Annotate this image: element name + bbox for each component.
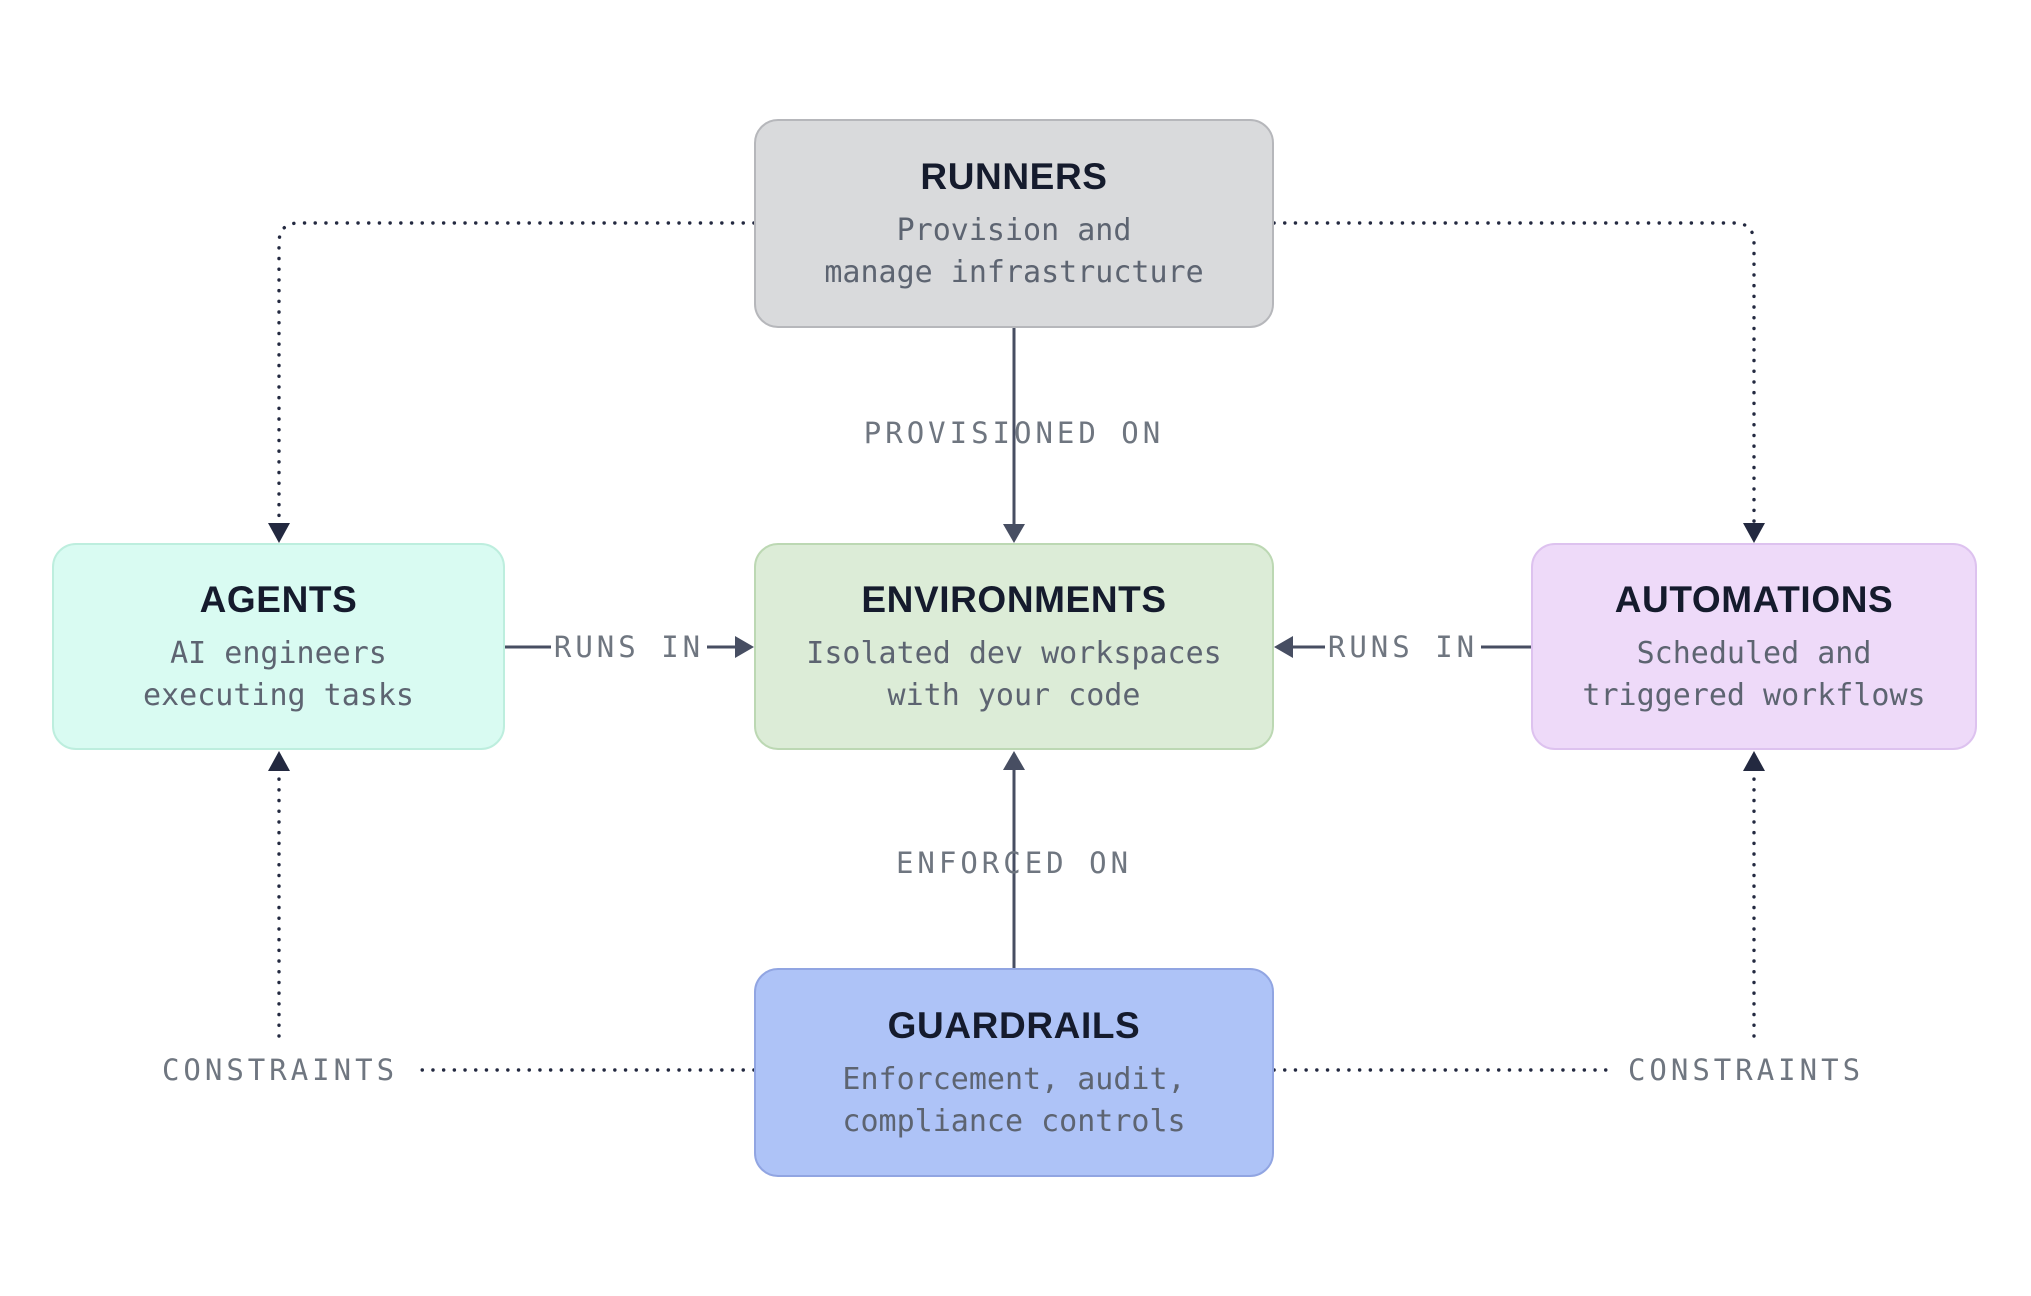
- environments-subtitle: Isolated dev workspaces with your code: [806, 633, 1221, 717]
- subtitle-line: compliance controls: [842, 1103, 1186, 1139]
- edge-label-constraints-left: CONSTRAINTS: [161, 1053, 399, 1087]
- guardrails-title: GUARDRAILS: [887, 1004, 1141, 1046]
- subtitle-line: AI engineers: [170, 635, 387, 671]
- subtitle-line: Scheduled and: [1636, 635, 1872, 671]
- edge-label-constraints-right: CONSTRAINTS: [1627, 1053, 1865, 1087]
- environments-node: ENVIRONMENTS Isolated dev workspaces wit…: [754, 543, 1274, 750]
- edge-label-provisioned-on: PROVISIONED ON: [863, 416, 1165, 450]
- guardrails-node: GUARDRAILS Enforcement, audit, complianc…: [754, 968, 1274, 1177]
- subtitle-line: manage infrastructure: [824, 254, 1204, 290]
- edge-automations-environments: [1274, 636, 1531, 658]
- edge-guardrails-environments: [1003, 751, 1025, 968]
- edge-guardrails-agents: [268, 751, 756, 1072]
- environments-title: ENVIRONMENTS: [861, 578, 1167, 620]
- subtitle-line: with your code: [887, 677, 1141, 713]
- automations-subtitle: Scheduled and triggered workflows: [1582, 633, 1925, 717]
- edge-runners-environments: [1003, 328, 1025, 543]
- subtitle-line: Enforcement, audit,: [842, 1061, 1186, 1097]
- runners-node: RUNNERS Provision and manage infrastruct…: [754, 119, 1274, 328]
- agents-title: AGENTS: [199, 578, 358, 620]
- edge-label-enforced-on: ENFORCED ON: [895, 846, 1133, 880]
- subtitle-line: Provision and: [896, 212, 1132, 248]
- agents-subtitle: AI engineers executing tasks: [143, 633, 414, 717]
- subtitle-line: executing tasks: [143, 677, 414, 713]
- edge-runners-automations: [1272, 221, 1765, 543]
- runners-subtitle: Provision and manage infrastructure: [824, 210, 1203, 294]
- runners-title: RUNNERS: [920, 155, 1108, 197]
- edge-label-runs-in-left: RUNS IN: [553, 630, 705, 664]
- subtitle-line: Isolated dev workspaces: [806, 635, 1222, 671]
- edge-label-runs-in-right: RUNS IN: [1327, 630, 1479, 664]
- edge-guardrails-automations: [1272, 751, 1765, 1072]
- agents-node: AGENTS AI engineers executing tasks: [52, 543, 505, 750]
- edge-agents-environments: [505, 636, 754, 658]
- subtitle-line: triggered workflows: [1582, 677, 1926, 713]
- edge-runners-agents: [268, 221, 756, 543]
- guardrails-subtitle: Enforcement, audit, compliance controls: [842, 1059, 1185, 1143]
- automations-title: AUTOMATIONS: [1614, 578, 1894, 620]
- automations-node: AUTOMATIONS Scheduled and triggered work…: [1531, 543, 1977, 750]
